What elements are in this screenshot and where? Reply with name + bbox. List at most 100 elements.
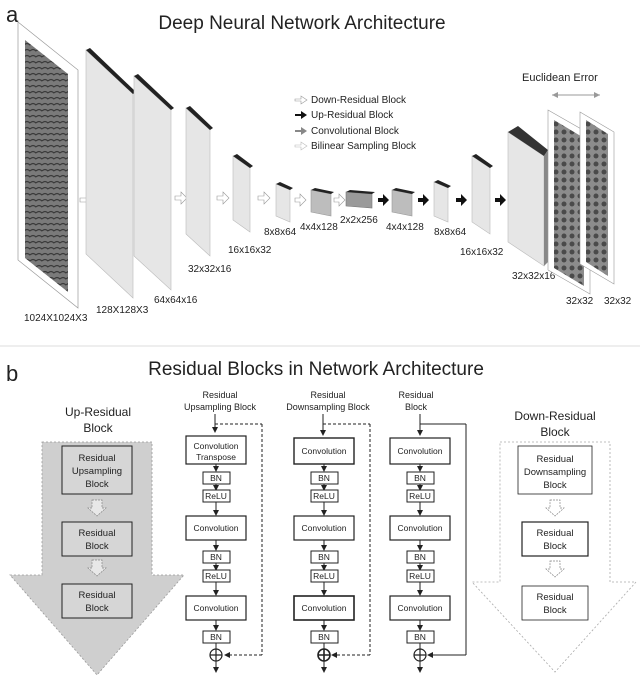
panel-b-letter: b [6, 361, 18, 386]
euclidean-error-arrow [552, 92, 600, 98]
feature-layer-4 [185, 106, 213, 257]
svg-text:Residual: Residual [79, 453, 116, 464]
svg-text:Block: Block [85, 541, 108, 552]
svg-text:Block: Block [543, 605, 566, 616]
svg-text:Upsampling: Upsampling [72, 466, 122, 477]
legend-down-residual-icon [294, 95, 308, 105]
svg-text:Block: Block [543, 541, 566, 552]
legend-bilinear-icon [294, 141, 308, 151]
residual-block-diagram: Residual Block Convolution BN ReLU Convo… [389, 390, 467, 673]
svg-text:ReLU: ReLU [409, 491, 431, 501]
svg-text:Convolution: Convolution [398, 446, 443, 456]
svg-text:Block: Block [85, 603, 108, 614]
svg-text:ReLU: ReLU [409, 571, 431, 581]
svg-text:ReLU: ReLU [313, 571, 335, 581]
svg-text:Transpose: Transpose [196, 452, 236, 462]
svg-text:Downsampling Block: Downsampling Block [286, 402, 370, 412]
layer-label-8: 2x2x256 [340, 215, 378, 226]
layer-label-7: 4x4x128 [300, 222, 338, 233]
svg-text:Residual: Residual [537, 592, 574, 603]
legend-bilinear: Bilinear Sampling Block [311, 141, 417, 152]
down-block-item-2 [521, 521, 589, 557]
svg-text:Residual: Residual [537, 528, 574, 539]
feature-layer-9 [391, 188, 415, 217]
svg-text:Block: Block [405, 402, 428, 412]
residual-upsampling-block-diagram: Residual Upsampling Block Convolution Tr… [184, 390, 263, 673]
layer-label-12: 32x32x16 [512, 271, 556, 282]
up-residual-arrow [456, 194, 467, 206]
svg-text:Block: Block [85, 479, 108, 490]
up-block-item-3 [61, 583, 133, 619]
layer-label-4: 32x32x16 [188, 264, 232, 275]
svg-text:Residual: Residual [79, 528, 116, 539]
down-residual-arrow [174, 191, 188, 205]
legend: Down-Residual Block Up-Residual Block Co… [294, 95, 417, 152]
svg-text:Residual: Residual [79, 590, 116, 601]
svg-text:BN: BN [210, 473, 222, 483]
down-block-title-1: Down-Residual [514, 409, 595, 423]
svg-text:Residual: Residual [310, 390, 345, 400]
svg-text:Residual: Residual [537, 454, 574, 465]
svg-text:ReLU: ReLU [313, 491, 335, 501]
svg-text:BN: BN [318, 552, 330, 562]
svg-text:BN: BN [318, 473, 330, 483]
legend-up-residual-icon [295, 111, 307, 119]
up-block-item-1 [61, 445, 133, 495]
down-residual-arrow [216, 191, 230, 205]
svg-text:Convolution: Convolution [302, 603, 347, 613]
legend-down-residual: Down-Residual Block [311, 95, 407, 106]
up-residual-block-diagram: Up-Residual Block Residual Upsampling Bl… [9, 405, 185, 676]
svg-text:Convolution: Convolution [398, 523, 443, 533]
layer-label-11: 16x16x32 [460, 247, 504, 258]
feature-layer-6 [275, 182, 293, 223]
layer-label-3: 64x64x16 [154, 295, 198, 306]
layer-label-14: 32x32 [604, 296, 632, 307]
feature-layer-12 [507, 126, 548, 267]
layer-label-2: 128X128X3 [96, 305, 149, 316]
svg-text:BN: BN [414, 552, 426, 562]
layer-label-13: 32x32 [566, 296, 594, 307]
down-block-title-2: Block [540, 425, 570, 439]
output-image-2 [579, 111, 615, 285]
panel-a-letter: a [6, 2, 19, 27]
layer-label-1: 1024X1024X3 [24, 313, 88, 324]
down-residual-arrow [333, 193, 346, 207]
feature-layer-2 [85, 48, 136, 299]
svg-text:Convolution: Convolution [398, 603, 443, 613]
svg-text:Convolution: Convolution [302, 523, 347, 533]
feature-layer-8 [345, 190, 375, 209]
up-block-item-2 [61, 521, 133, 557]
up-block-title-1: Up-Residual [65, 405, 131, 419]
down-block-item-1 [517, 445, 593, 495]
output-image-1 [547, 109, 591, 295]
svg-text:Upsampling Block: Upsampling Block [184, 402, 257, 412]
down-residual-arrow [257, 191, 271, 205]
svg-text:BN: BN [414, 473, 426, 483]
svg-text:Residual: Residual [398, 390, 433, 400]
layer-label-5: 16x16x32 [228, 245, 272, 256]
down-block-item-3 [521, 585, 589, 621]
feature-layer-10 [433, 180, 451, 223]
feature-layer-5 [232, 154, 253, 233]
input-image-layer [17, 21, 79, 309]
feature-layer-11 [471, 154, 493, 235]
svg-text:BN: BN [210, 552, 222, 562]
layer-label-6: 8x8x64 [264, 227, 297, 238]
svg-text:BN: BN [318, 632, 330, 642]
svg-text:Convolution: Convolution [302, 446, 347, 456]
svg-text:Convolution: Convolution [194, 603, 239, 613]
up-residual-arrow [378, 194, 389, 206]
down-residual-arrow [294, 193, 307, 207]
feature-layer-7 [310, 188, 334, 217]
svg-text:Block: Block [543, 480, 566, 491]
residual-downsampling-block-diagram: Residual Downsampling Block Convolution … [286, 390, 371, 673]
panel-b-title: Residual Blocks in Network Architecture [148, 359, 484, 380]
up-residual-arrow [418, 194, 429, 206]
euclidean-error-label: Euclidean Error [522, 72, 598, 84]
svg-text:BN: BN [210, 632, 222, 642]
up-block-title-2: Block [83, 421, 113, 435]
svg-text:BN: BN [414, 632, 426, 642]
svg-text:Downsampling: Downsampling [524, 467, 586, 478]
svg-text:ReLU: ReLU [205, 491, 227, 501]
